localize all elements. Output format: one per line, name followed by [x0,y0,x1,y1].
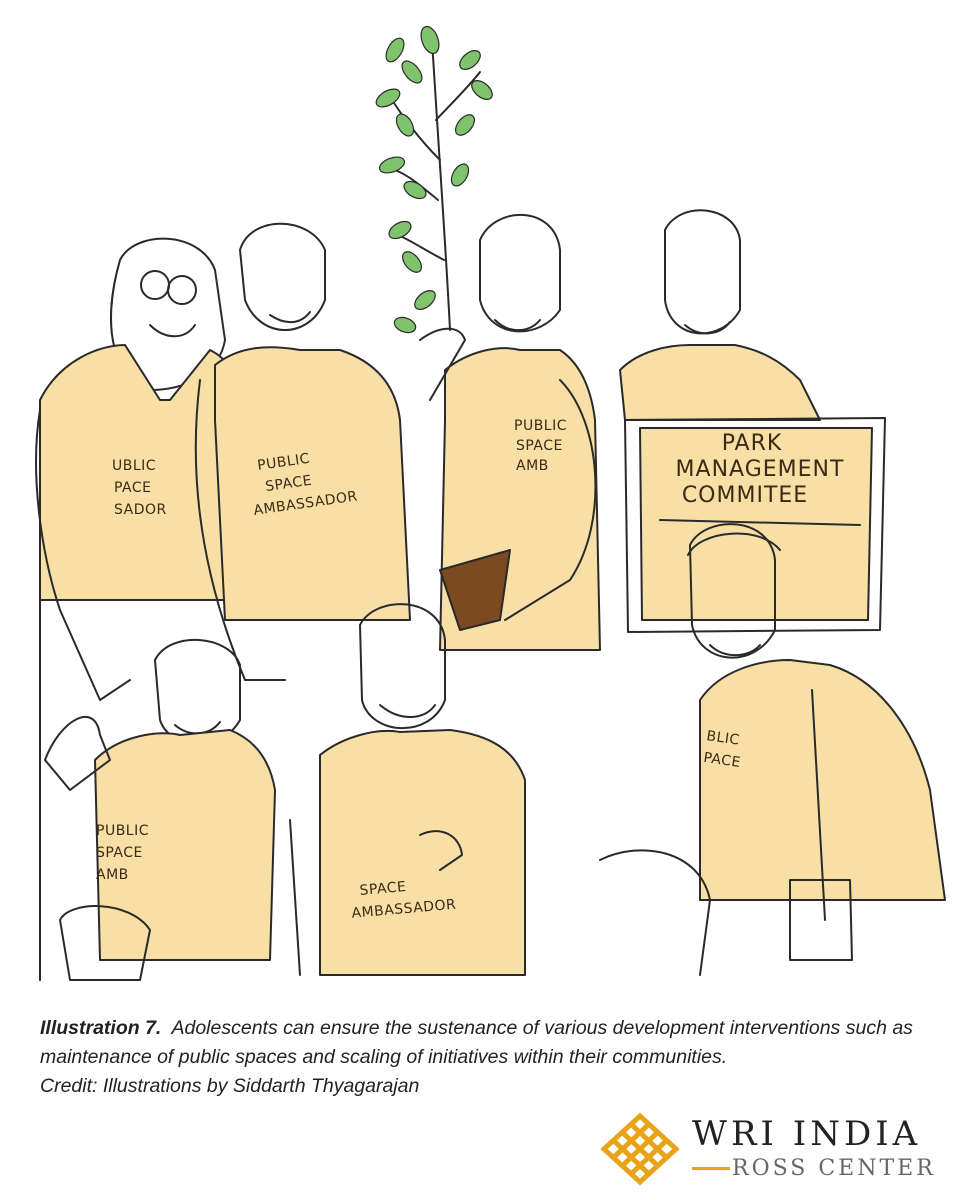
person-center-left [194,222,411,681]
person-front-right [599,523,946,976]
svg-text:MANAGEMENT: MANAGEMENT [676,457,845,482]
person-front-center [289,603,526,976]
svg-text:SPACE: SPACE [264,473,313,495]
logo-subtitle: ROSS CENTER [692,1156,936,1181]
vest-text-front-left: PUBLIC SPACE AMB [96,823,149,883]
caption-label: Illustration 7. [40,1017,162,1039]
wri-india-logo: WRI INDIA ROSS CENTER [600,1108,960,1188]
svg-text:SPACE: SPACE [359,879,407,899]
sapling [375,25,493,504]
vest-text-left: UBLIC PACE SADOR [112,458,167,518]
caption-credit: Credit: Illustrations by Siddarth Thyaga… [40,1075,420,1097]
vest-text-front-right: BLIC PACE [702,728,741,771]
svg-text:COMMITEE: COMMITEE [682,483,808,508]
logo-subtitle-text: ROSS CENTER [732,1156,936,1181]
svg-text:PACE: PACE [114,480,152,496]
caption-text: Adolescents can ensure the sustenance of… [40,1017,913,1068]
vest-text-center: PUBLIC SPACE AMB [514,418,567,474]
person-hijab [35,237,241,981]
person-center [419,214,601,651]
svg-text:PARK: PARK [722,431,783,456]
wri-knot-icon [600,1112,680,1186]
logo-title: WRI INDIA [692,1114,922,1154]
svg-text:PUBLIC: PUBLIC [96,823,149,839]
park-management-sign [624,417,886,633]
illustration-caption: Illustration 7. Adolescents can ensure t… [40,1014,950,1101]
svg-text:BLIC: BLIC [705,728,740,748]
svg-text:PUBLIC: PUBLIC [256,451,311,474]
sign-text: PARK MANAGEMENT COMMITEE [676,431,845,508]
svg-text:SPACE: SPACE [516,438,563,454]
illustration: UBLIC PACE SADOR PUBLIC SPACE AMBASSADOR… [35,25,946,981]
person-front-left [44,639,276,981]
svg-text:UBLIC: UBLIC [112,458,156,474]
person-right [619,209,821,421]
svg-text:PACE: PACE [702,750,741,771]
svg-text:AMB: AMB [516,458,549,474]
logo-rule [692,1167,730,1170]
svg-text:PUBLIC: PUBLIC [514,418,567,434]
svg-text:SPACE: SPACE [96,845,143,861]
svg-text:SADOR: SADOR [114,502,167,518]
svg-text:AMB: AMB [96,867,129,883]
